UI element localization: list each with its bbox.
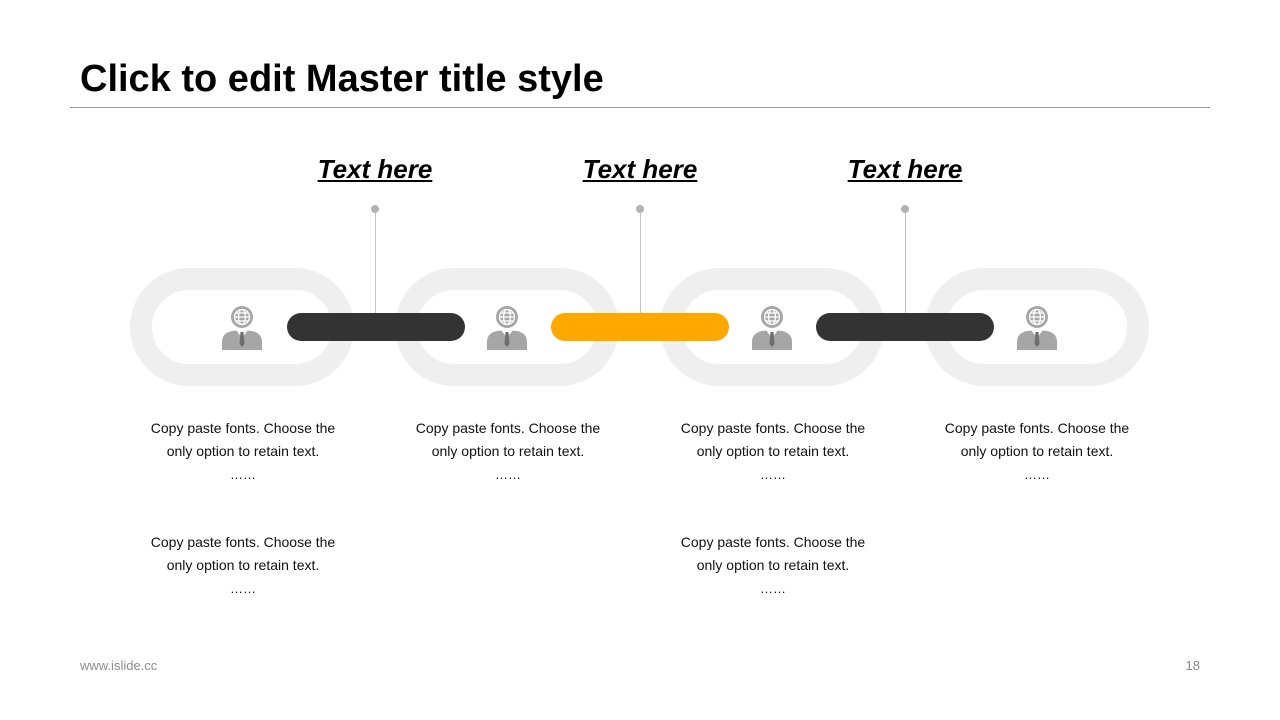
businessman-globe-icon — [222, 306, 262, 350]
heading-2[interactable]: Text here — [582, 154, 698, 184]
connector-dot-2 — [636, 205, 644, 213]
caption-line: Copy paste fonts. Choose the — [415, 420, 601, 436]
slide-title[interactable]: Click to edit Master title style — [80, 58, 604, 100]
caption-ellipsis: …… — [760, 581, 786, 596]
businessman-globe-icon — [752, 306, 792, 350]
chain-bar-1 — [287, 313, 465, 341]
caption-ellipsis: …… — [495, 467, 521, 482]
caption-line: only option to retain text. — [696, 443, 850, 459]
heading-1[interactable]: Text here — [317, 154, 433, 184]
caption-line: Copy paste fonts. Choose the — [150, 420, 336, 436]
caption-ellipsis: …… — [230, 581, 256, 596]
caption-line: Copy paste fonts. Choose the — [680, 420, 866, 436]
caption-5[interactable]: Copy paste fonts. Choose the only option… — [133, 531, 353, 601]
caption-ellipsis: …… — [760, 467, 786, 482]
chain-bar-2 — [551, 313, 729, 341]
chain-bar-3 — [816, 313, 994, 341]
caption-line: only option to retain text. — [696, 557, 850, 573]
caption-line: Copy paste fonts. Choose the — [944, 420, 1130, 436]
caption-line: only option to retain text. — [166, 557, 320, 573]
caption-ellipsis: …… — [230, 467, 256, 482]
caption-4[interactable]: Copy paste fonts. Choose the only option… — [927, 417, 1147, 487]
caption-line: only option to retain text. — [431, 443, 585, 459]
caption-ellipsis: …… — [1024, 467, 1050, 482]
caption-1[interactable]: Copy paste fonts. Choose the only option… — [133, 417, 353, 487]
connector-line-2 — [640, 213, 641, 313]
heading-3[interactable]: Text here — [847, 154, 963, 184]
caption-2[interactable]: Copy paste fonts. Choose the only option… — [398, 417, 618, 487]
caption-3[interactable]: Copy paste fonts. Choose the only option… — [663, 417, 883, 487]
caption-line: Copy paste fonts. Choose the — [680, 534, 866, 550]
caption-line: Copy paste fonts. Choose the — [150, 534, 336, 550]
title-divider — [70, 107, 1210, 108]
page-number: 18 — [1185, 658, 1200, 673]
connector-line-1 — [375, 213, 376, 313]
businessman-globe-icon — [1017, 306, 1057, 350]
caption-line: only option to retain text. — [166, 443, 320, 459]
businessman-globe-icon — [487, 306, 527, 350]
caption-line: only option to retain text. — [960, 443, 1114, 459]
connector-dot-1 — [371, 205, 379, 213]
connector-line-3 — [905, 213, 906, 313]
caption-6[interactable]: Copy paste fonts. Choose the only option… — [663, 531, 883, 601]
footer-url: www.islide.cc — [80, 658, 158, 673]
connector-dot-3 — [901, 205, 909, 213]
